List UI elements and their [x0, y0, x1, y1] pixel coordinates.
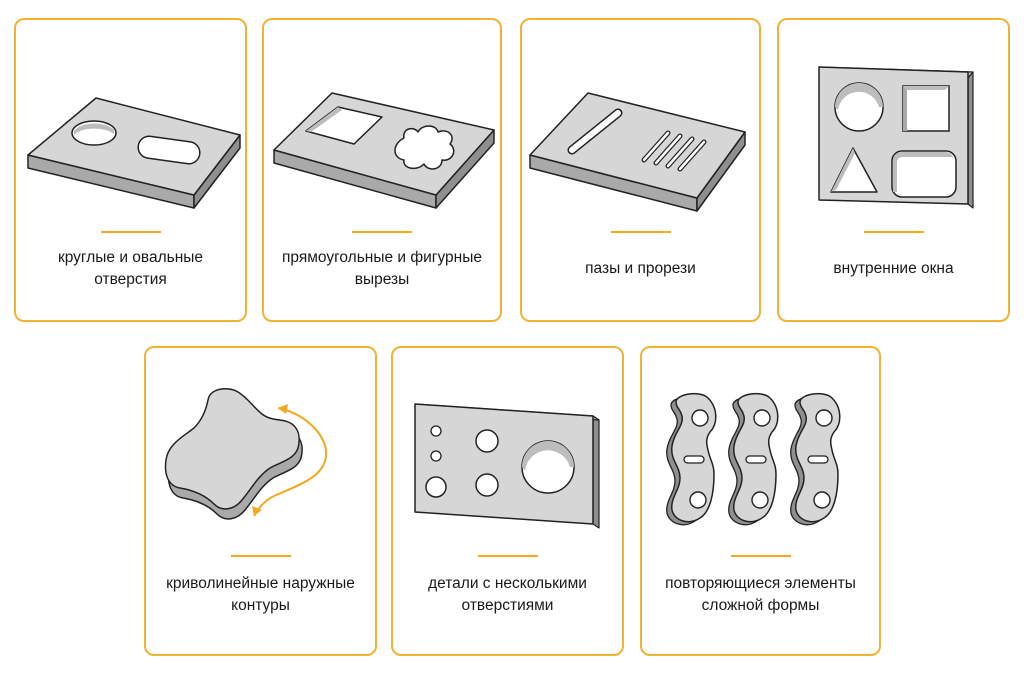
divider [730, 555, 791, 557]
divider [477, 555, 538, 557]
card-caption: прямоугольные и фигурные вырезы [282, 249, 482, 288]
card-caption: круглые и овальные отверстия [57, 249, 204, 288]
repeated-brackets-icon [665, 392, 841, 526]
divider [352, 231, 412, 233]
plate-slots-icon [529, 92, 746, 212]
feature-card-multiple-holes: детали с несколькими отверстиями [391, 346, 624, 656]
card-caption: повторяющиеся элементы сложной формы [665, 575, 856, 614]
plate-multiple-holes-icon [414, 403, 600, 529]
feature-card-rect-shaped-cutouts: прямоугольные и фигурные вырезы [262, 18, 502, 322]
divider [610, 231, 671, 233]
feature-card-curved-contours: криволинейные наружные контуры [144, 346, 377, 656]
plate-round-oval-holes-icon [27, 97, 241, 209]
feature-card-slots: пазы и прорези [520, 18, 761, 322]
divider [863, 231, 924, 233]
feature-card-round-oval-holes: круглые и овальные отверстия [14, 18, 247, 322]
feature-card-repeated-elements: повторяющиеся элементы сложной формы [640, 346, 881, 656]
feature-card-inner-windows: внутренние окна [777, 18, 1010, 322]
plate-rect-shaped-cutouts-icon [273, 92, 495, 209]
curved-contour-part-icon [164, 387, 328, 520]
card-caption: детали с несколькими отверстиями [428, 575, 587, 614]
card-caption: внутренние окна [833, 260, 954, 277]
card-caption: криволинейные наружные контуры [166, 575, 355, 614]
card-caption: пазы и прорези [585, 260, 696, 277]
divider [100, 231, 161, 233]
divider [230, 555, 291, 557]
panel-inner-windows-icon [818, 66, 974, 209]
